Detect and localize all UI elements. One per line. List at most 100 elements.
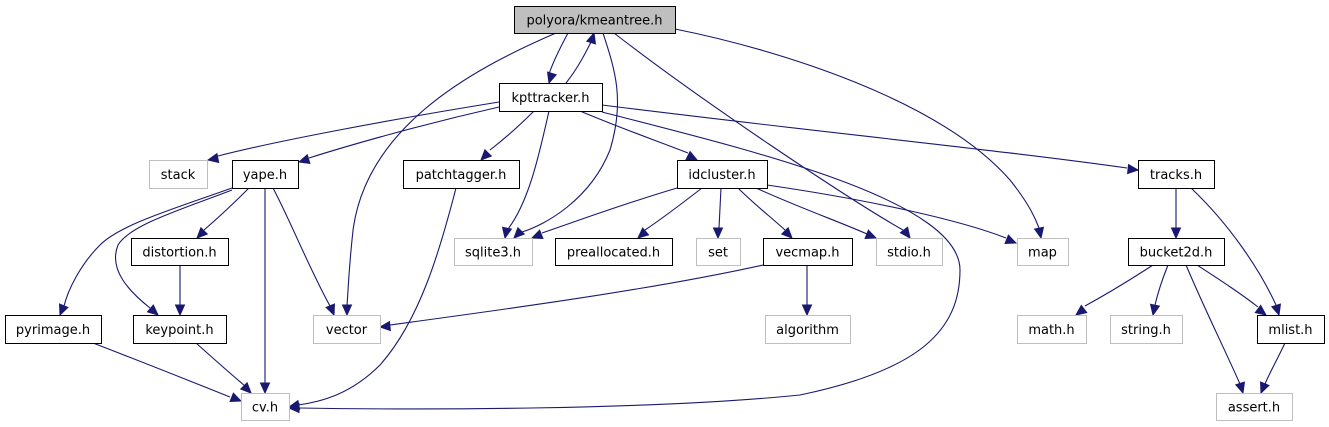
node-label: stack xyxy=(161,168,196,183)
arrowhead-icon xyxy=(1075,304,1088,316)
edge-line xyxy=(755,187,868,235)
arrowhead-icon xyxy=(1260,381,1270,395)
node-label: patchtagger.h xyxy=(416,168,507,183)
arrowhead-icon xyxy=(801,304,813,317)
node-preallocated[interactable]: preallocated.h xyxy=(555,238,673,266)
edge-idcluster-to-stdio xyxy=(755,187,878,239)
node-idcluster[interactable]: idcluster.h xyxy=(677,160,768,189)
edge-kmeantree-to-vector xyxy=(341,32,557,317)
node-label: distortion.h xyxy=(142,246,216,261)
edge-kpttracker-to-kmeantree xyxy=(565,31,597,84)
arrowhead-icon xyxy=(259,382,271,395)
edge-idcluster-to-preallocated xyxy=(637,187,703,239)
arrowhead-icon xyxy=(206,152,220,164)
edge-line xyxy=(521,32,619,233)
node-label: idcluster.h xyxy=(688,168,755,183)
node-box xyxy=(696,238,741,266)
edge-kpttracker-to-sqlite3 xyxy=(501,110,550,240)
edge-line xyxy=(299,111,961,410)
edge-line xyxy=(203,187,250,231)
node-box xyxy=(1138,160,1215,189)
edge-line xyxy=(489,110,535,151)
node-label: algorithm xyxy=(776,323,839,338)
node-label: sqlite3.h xyxy=(465,246,521,261)
node-kpttracker[interactable]: kpttracker.h xyxy=(499,83,603,112)
edge-yape-to-cv xyxy=(259,188,271,395)
edge-line xyxy=(346,32,557,306)
node-mlist[interactable]: mlist.h xyxy=(1257,315,1325,344)
edge-line xyxy=(1084,264,1154,307)
node-box xyxy=(1257,315,1325,344)
node-keypoint[interactable]: keypoint.h xyxy=(133,315,227,344)
arrowhead-icon xyxy=(229,392,243,402)
edge-line xyxy=(613,32,904,231)
arrowhead-icon xyxy=(899,226,911,239)
edge-bucket2d-to-mlist xyxy=(1196,264,1267,316)
node-math: math.h xyxy=(1017,315,1087,344)
arrowhead-icon xyxy=(239,381,252,394)
node-box xyxy=(5,315,102,344)
node-label: vecmap.h xyxy=(775,246,839,261)
node-box xyxy=(241,393,290,421)
edge-idcluster-to-set xyxy=(712,187,724,240)
node-stdio: stdio.h xyxy=(876,238,943,266)
node-patchtagger[interactable]: patchtagger.h xyxy=(403,160,520,189)
edge-line xyxy=(674,28,1040,229)
node-box xyxy=(876,238,943,266)
node-distortion[interactable]: distortion.h xyxy=(131,238,229,266)
edge-kmeantree-to-sqlite3 xyxy=(513,32,619,239)
edge-kpttracker-to-patchtagger xyxy=(480,110,535,161)
node-box xyxy=(149,160,208,189)
arrowhead-icon xyxy=(501,226,513,240)
node-label: stdio.h xyxy=(887,246,931,261)
node-box xyxy=(403,160,520,189)
node-yape[interactable]: yape.h xyxy=(232,160,299,189)
node-label: map xyxy=(1028,246,1057,261)
node-box xyxy=(1017,238,1069,266)
arrowhead-icon xyxy=(287,399,301,411)
node-label: mlist.h xyxy=(1268,323,1312,338)
node-map: map xyxy=(1017,238,1069,266)
arrowhead-icon xyxy=(1149,303,1161,317)
edge-idcluster-to-vecmap xyxy=(737,187,793,239)
edge-line xyxy=(601,104,1128,169)
arrowhead-icon xyxy=(530,229,544,239)
arrowhead-icon xyxy=(196,226,209,239)
edge-line xyxy=(297,187,457,406)
edge-kpttracker-to-stack xyxy=(206,101,500,164)
node-label: cv.h xyxy=(252,401,278,416)
edge-line xyxy=(579,110,689,154)
arrowhead-icon xyxy=(297,153,311,165)
node-box xyxy=(763,238,853,266)
edge-kpttracker-to-idcluster xyxy=(579,110,699,161)
arrowhead-icon xyxy=(378,320,391,332)
node-box xyxy=(677,160,768,189)
edge-kmeantree-to-kpttracker xyxy=(546,32,569,85)
node-bucket2d[interactable]: bucket2d.h xyxy=(1128,238,1225,266)
edge-line xyxy=(1185,264,1241,385)
edge-kpttracker-to-yape xyxy=(297,106,500,165)
arrowhead-icon xyxy=(546,71,558,85)
arrowhead-icon xyxy=(1234,381,1246,395)
arrowhead-icon xyxy=(1170,227,1182,240)
arrowhead-icon xyxy=(325,303,335,317)
arrowhead-icon xyxy=(864,229,878,239)
edge-bucket2d-to-math xyxy=(1075,264,1154,316)
arrowhead-icon xyxy=(1254,304,1267,316)
edge-line xyxy=(644,187,703,231)
edge-bucket2d-to-assert xyxy=(1185,264,1246,395)
node-vecmap[interactable]: vecmap.h xyxy=(763,238,853,266)
node-tracks[interactable]: tracks.h xyxy=(1138,160,1215,189)
edge-line xyxy=(541,187,678,234)
edge-line xyxy=(272,187,331,307)
edge-line xyxy=(115,189,233,309)
arrowhead-icon xyxy=(341,304,353,317)
node-kmeantree[interactable]: polyora/kmeantree.h xyxy=(514,6,676,34)
node-pyrimage[interactable]: pyrimage.h xyxy=(5,315,102,344)
node-assert: assert.h xyxy=(1216,393,1293,421)
edge-mlist-to-assert xyxy=(1260,342,1286,395)
edge-kpttracker-to-tracks xyxy=(601,104,1140,175)
edge-yape-to-vector xyxy=(272,187,335,317)
node-label: yape.h xyxy=(243,168,287,183)
